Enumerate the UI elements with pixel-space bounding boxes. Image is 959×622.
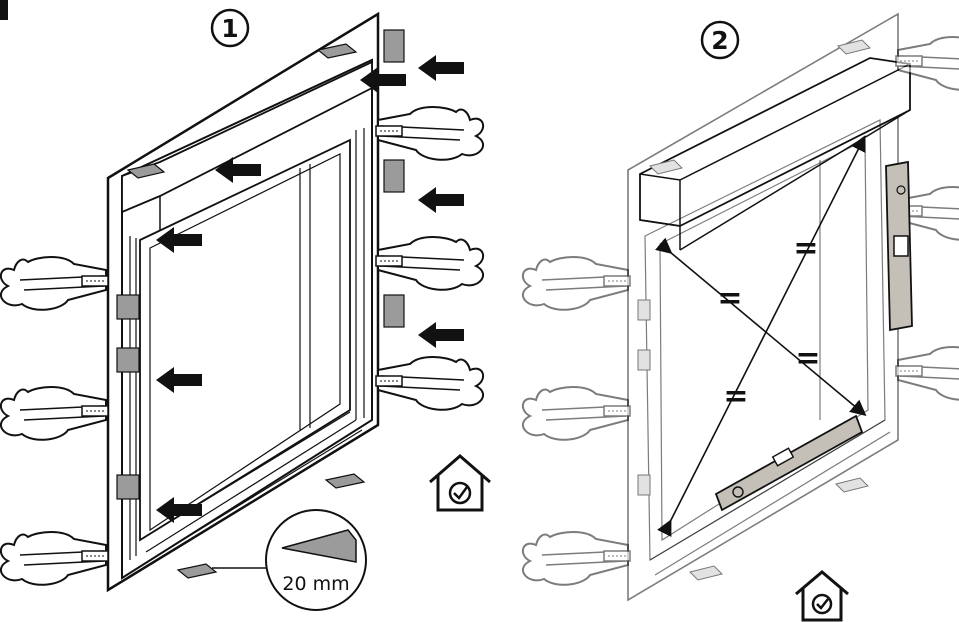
step-2-badge: 2 [700,20,740,60]
diagonal-measurements [655,135,867,538]
corner-mark [0,0,8,20]
equal-mark: = [723,379,748,414]
equal-mark: = [793,231,818,266]
step-1-number: 1 [221,14,238,43]
shim-dimension-label: 20 mm [282,573,349,595]
shims-step-1 [116,29,405,579]
wall-opening-outline-2 [627,12,899,602]
equal-mark: = [717,281,742,316]
equal-mark: = [795,341,820,376]
house-check-icon [429,454,491,512]
shim-callout: 20 mm [212,509,367,611]
step-1-panel: 1 [0,8,491,611]
level-tool-icon [885,160,913,332]
step-1-badge: 1 [210,8,250,48]
house-check-icon [795,570,849,622]
equal-marks: = = = = [717,231,820,414]
step-2-panel: 2 [521,12,959,622]
wall-opening-outline [106,11,380,593]
horizontal-level [714,414,864,512]
step-2-number: 2 [711,26,728,55]
shim-wedge-icon [281,529,357,563]
